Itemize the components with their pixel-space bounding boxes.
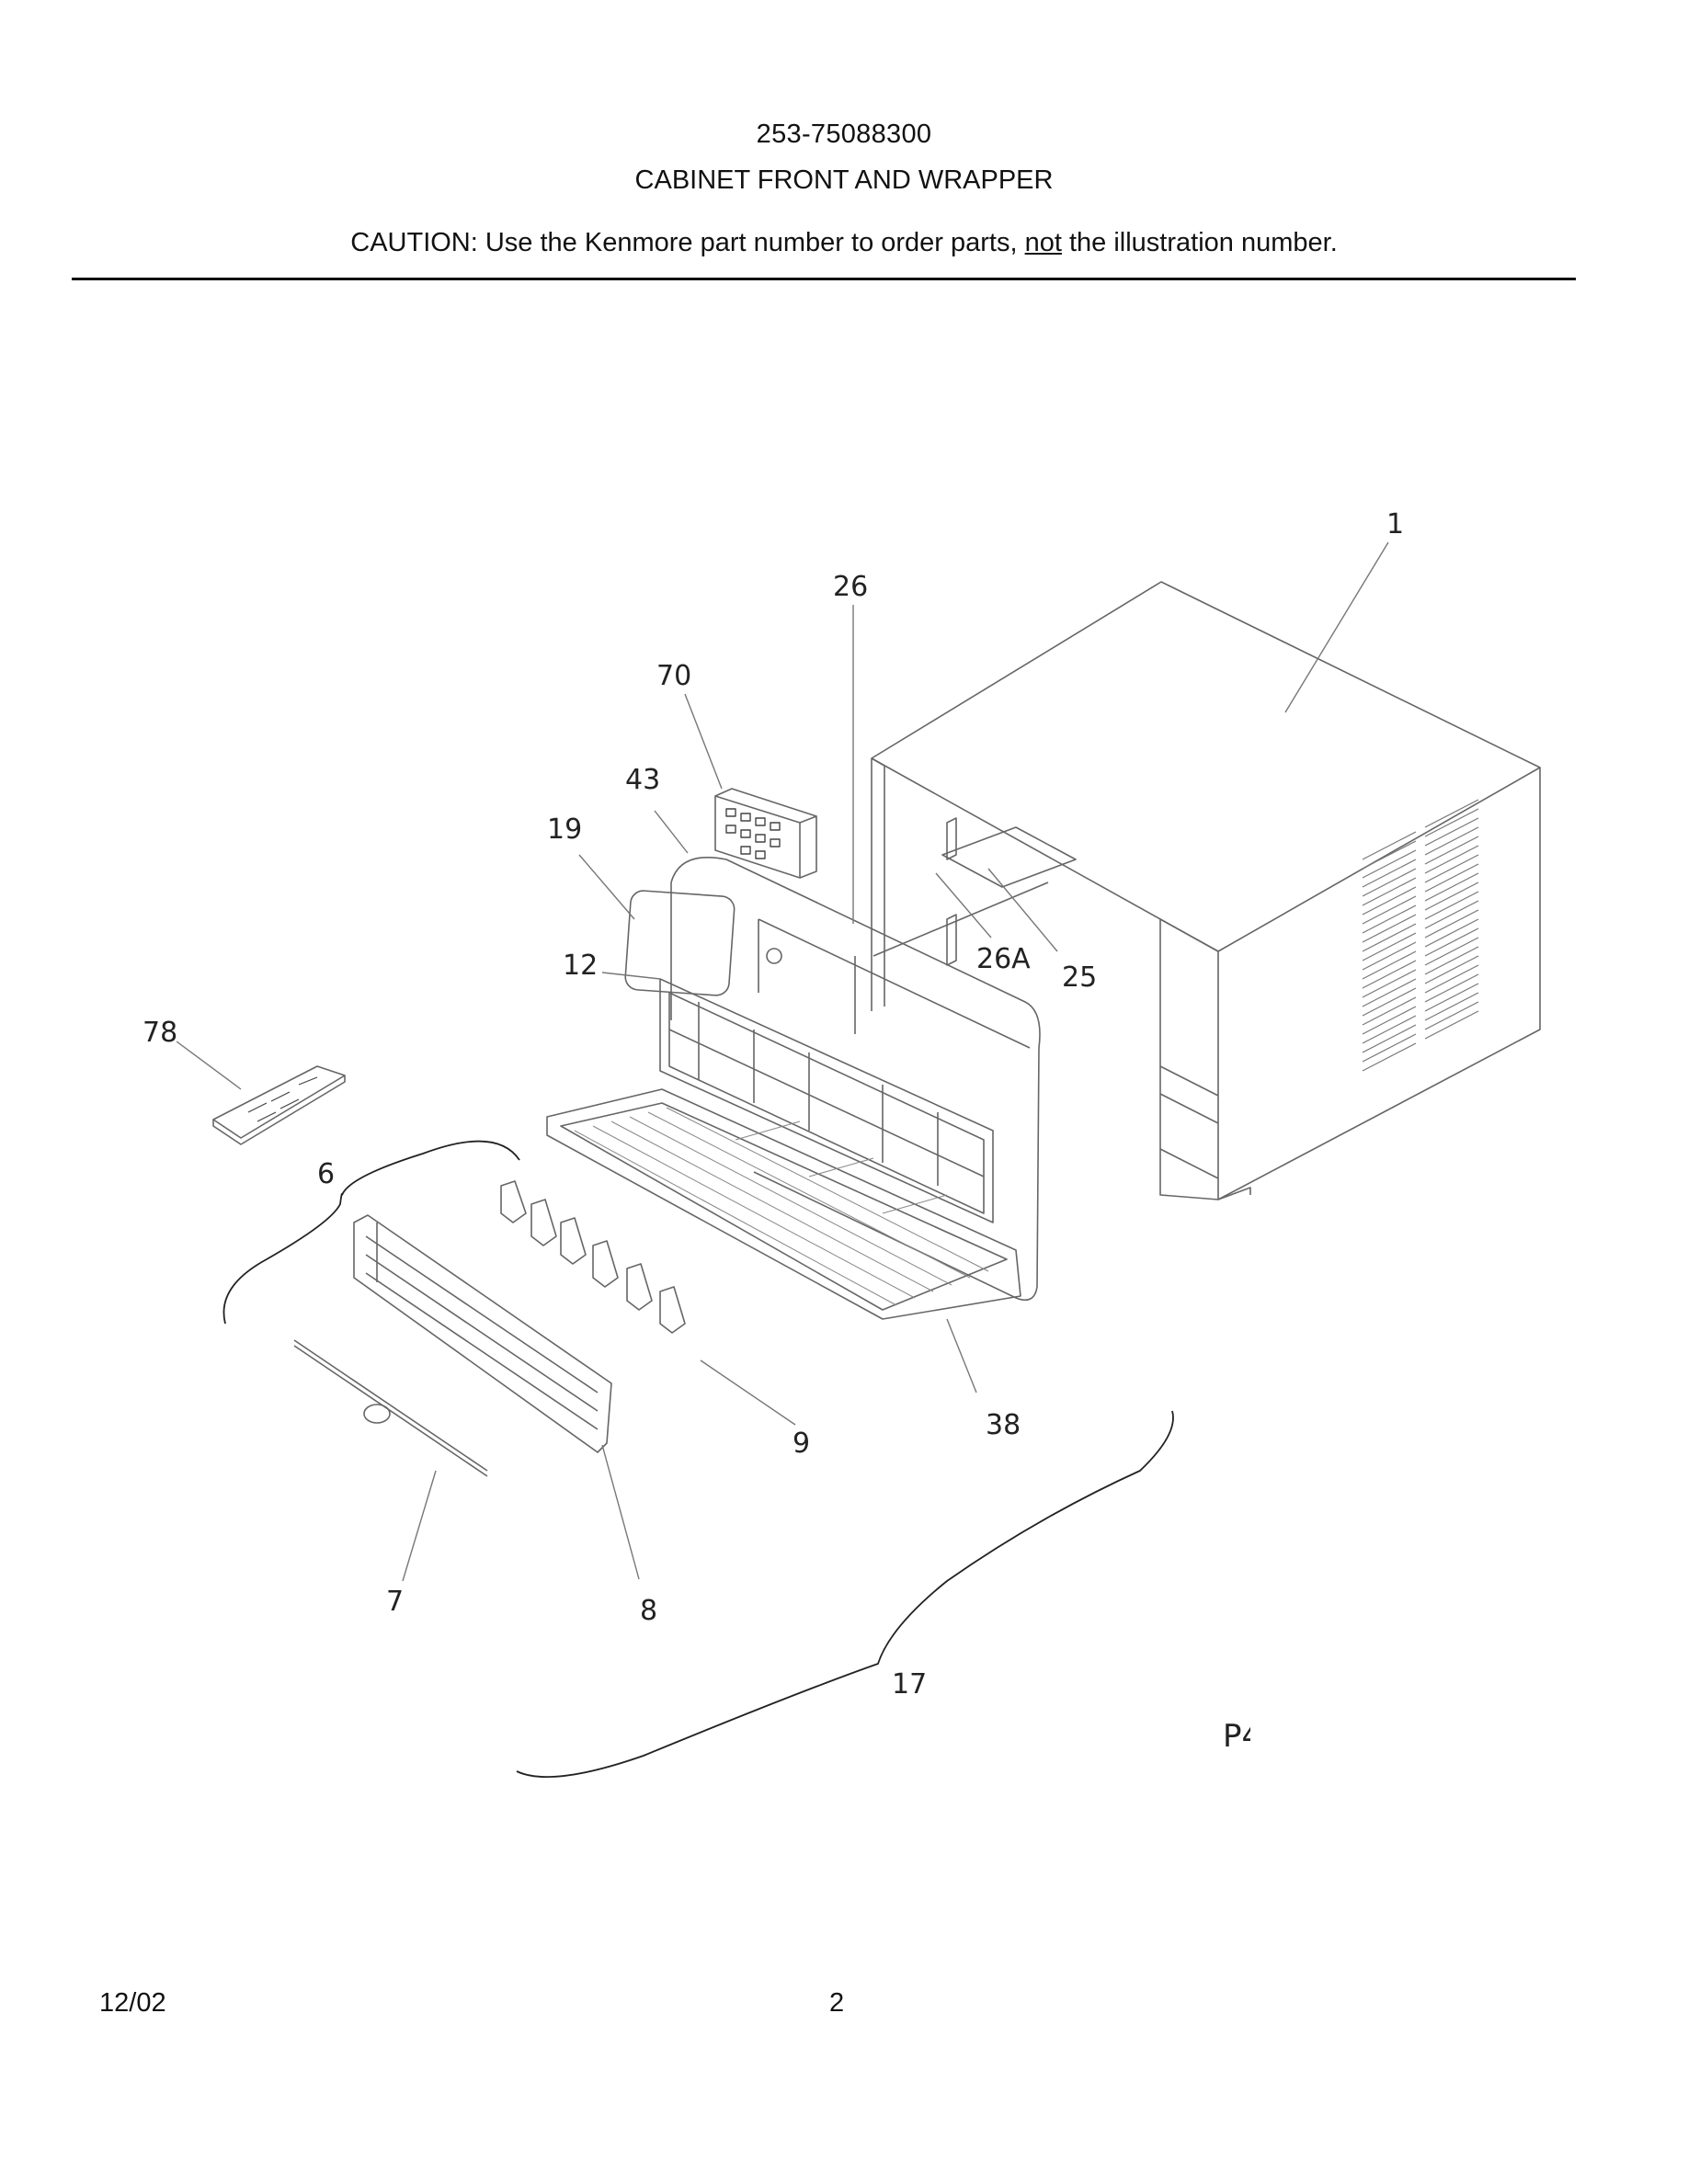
front-grille [546, 1088, 1021, 1320]
model-number: 253-75088300 [756, 119, 932, 149]
callout-26: 26 [833, 571, 868, 603]
callout-7: 7 [386, 1586, 404, 1618]
brace-part-17 [516, 1410, 1174, 1778]
control-panel [714, 788, 817, 879]
callout-8: 8 [640, 1595, 657, 1627]
section-title: CABINET FRONT AND WRAPPER [634, 165, 1054, 195]
leader-lines [176, 541, 1389, 1582]
discharge-grille [353, 1214, 612, 1453]
header-rule [72, 278, 1576, 280]
callout-6: 6 [317, 1158, 335, 1190]
caution-prefix: CAUTION: Use the Kenmore part number to … [350, 228, 1025, 257]
callout-78: 78 [143, 1017, 177, 1049]
callout-12: 12 [563, 950, 598, 982]
caution-note: CAUTION: Use the Kenmore part number to … [0, 228, 1688, 258]
remote-control [212, 1065, 346, 1145]
caution-suffix: the illustration number. [1061, 228, 1338, 257]
callout-43: 43 [625, 764, 660, 796]
brace-part-6 [222, 1140, 520, 1325]
callout-19: 19 [547, 813, 582, 846]
callout-9: 9 [793, 1428, 810, 1460]
callout-17: 17 [892, 1668, 927, 1701]
label-plate [624, 890, 736, 996]
callout-38: 38 [986, 1409, 1021, 1441]
front-panel [670, 856, 1041, 1302]
page-marker: P4 [1223, 1718, 1261, 1755]
callout-1: 1 [1386, 508, 1404, 540]
callout-25: 25 [1062, 961, 1097, 994]
callout-26a: 26A [976, 943, 1031, 975]
callout-70: 70 [656, 660, 691, 692]
cabinet-wrapper [871, 581, 1541, 1200]
louver-blades [500, 1180, 686, 1334]
footer-date: 12/02 [99, 1988, 166, 2018]
air-filter [659, 978, 994, 1223]
footer-page-number: 2 [829, 1988, 845, 2018]
vane-rod [293, 1339, 488, 1477]
caution-emphasis: not [1024, 228, 1062, 257]
